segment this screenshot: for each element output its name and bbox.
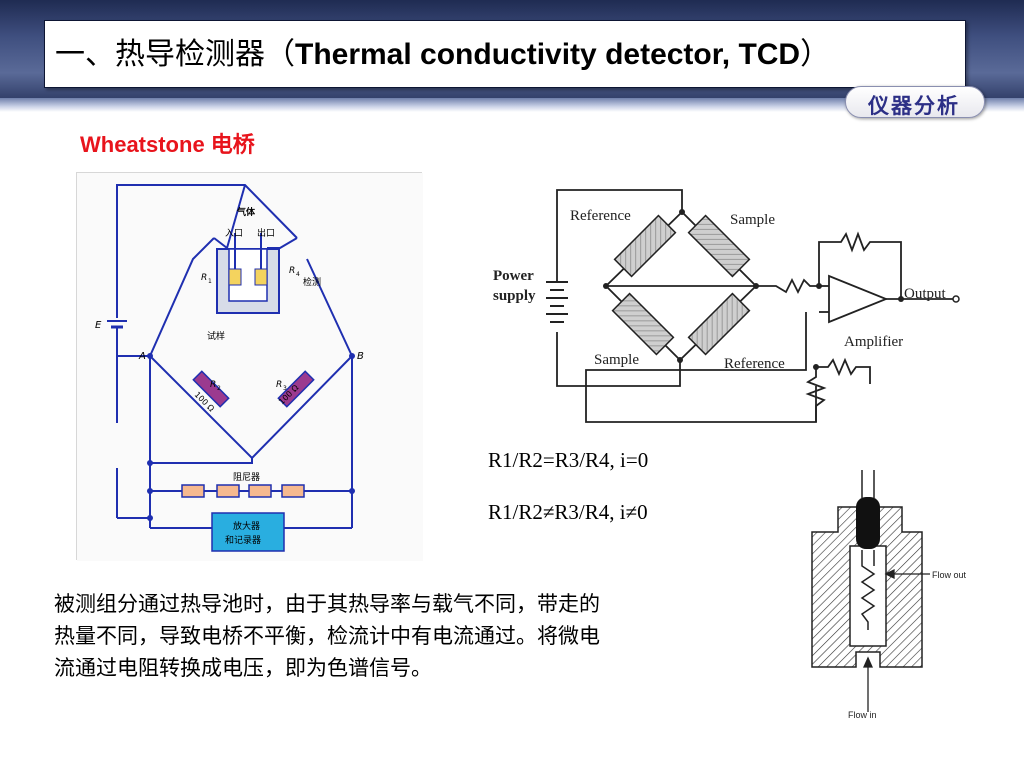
r4-label: R (289, 266, 295, 276)
r1-label: R (201, 273, 207, 283)
junction-dots (147, 353, 355, 521)
flow-arrows (862, 568, 930, 712)
r3-sub: 3 (283, 385, 287, 392)
r4-sub: 4 (296, 271, 300, 278)
outlet-label: 出口 (257, 227, 275, 239)
damper-label: 阻尼器 (233, 472, 260, 483)
output-terminal-icon (952, 295, 960, 303)
flow-out-label: Flow out (932, 570, 967, 580)
equation-balanced: R1/R2=R3/R4, i=0 (488, 448, 649, 472)
detect-label: 检测 (303, 276, 321, 288)
power-supply-icon (546, 281, 568, 323)
flow-in-label: Flow in (848, 710, 877, 720)
body-line-1: 被测组分通过热导池时，由于其热导率与载气不同，带走的 (54, 592, 600, 616)
body-line-2: 热量不同，导致电桥不平衡，检流计中有电流通过。将微电 (54, 624, 600, 648)
bridge-left-wires (116, 184, 354, 529)
sample-bottom-label: Sample (594, 352, 639, 368)
filament-holder-icon (856, 497, 880, 549)
r3-label: R (276, 380, 282, 390)
filament-coil-icon (860, 550, 876, 630)
bridge-figure-left: 气体 入口 出口 R 1 R 4 检测 试样 E A B R 2 R 3 100… (76, 172, 423, 561)
title-cn: 一、热导检测器（ (55, 38, 295, 71)
r2-sub: 2 (217, 385, 221, 392)
amp-line2: 和记录器 (225, 535, 261, 546)
reference-bottom-resistor (687, 292, 751, 356)
sample-bottom-resistor (611, 292, 675, 356)
r1-sub: 1 (208, 278, 212, 285)
bridge-left-svg: 气体 入口 出口 R 1 R 4 检测 试样 E A B R 2 R 3 100… (77, 173, 423, 561)
title-en: Thermal conductivity detector, TCD (295, 38, 801, 71)
tcd-cell-svg: Flow out Flow in (811, 470, 967, 720)
sample-top-label: Sample (730, 212, 775, 228)
output-label: Output (904, 286, 947, 302)
sample-label: 试样 (207, 330, 225, 342)
section-title: Wheatstone 电桥 (80, 132, 255, 157)
title-close: ） (800, 38, 831, 71)
node-b-label: B (357, 351, 364, 362)
detector-cell-icon (216, 233, 280, 314)
r2-label: R (210, 380, 216, 390)
amplifier-label: Amplifier (844, 334, 903, 350)
body-line-3: 流通过电阻转换成电压，即为色谱信号。 (54, 656, 432, 680)
node-a-label: A (138, 351, 146, 362)
badge-label: 仪器分析 (868, 94, 960, 118)
course-badge: 仪器分析 (845, 86, 985, 118)
tcd-cell-figure: Flow out Flow in (802, 462, 982, 724)
damper-resistors-icon (181, 484, 305, 498)
resistor-r3-icon (277, 370, 315, 408)
battery-icon (107, 318, 127, 329)
bridge-figure-right: Reference Sample Power supply Sample Ref… (486, 172, 964, 430)
cell-body-icon (811, 470, 923, 668)
reference-bottom-label: Reference (724, 356, 785, 372)
amp-line1: 放大器 (233, 520, 260, 532)
bridge-right-svg: Reference Sample Power supply Sample Ref… (493, 189, 960, 423)
slide-title: 一、热导检测器（Thermal conductivity detector, T… (55, 29, 830, 73)
inlet-label: 入口 (225, 228, 243, 239)
body-paragraph: 被测组分通过热导池时，由于其热导率与载气不同，带走的 热量不同，导致电桥不平衡，… (54, 588, 796, 684)
header-stripe (0, 98, 1024, 112)
amplifier-recorder-box (211, 512, 285, 552)
title-box: 一、热导检测器（Thermal conductivity detector, T… (44, 20, 966, 88)
resistor-r2-icon (192, 370, 230, 408)
power-label-2: supply (493, 288, 536, 304)
e-label: E (95, 320, 102, 331)
gas-label: 气体 (236, 206, 256, 218)
reference-top-label: Reference (570, 208, 631, 224)
power-label-1: Power (493, 268, 534, 284)
sample-top-resistor (687, 214, 751, 278)
equation-unbalanced: R1/R2≠R3/R4, i≠0 (488, 500, 648, 524)
reference-top-resistor (613, 214, 677, 278)
right-junction-dots (603, 209, 904, 370)
